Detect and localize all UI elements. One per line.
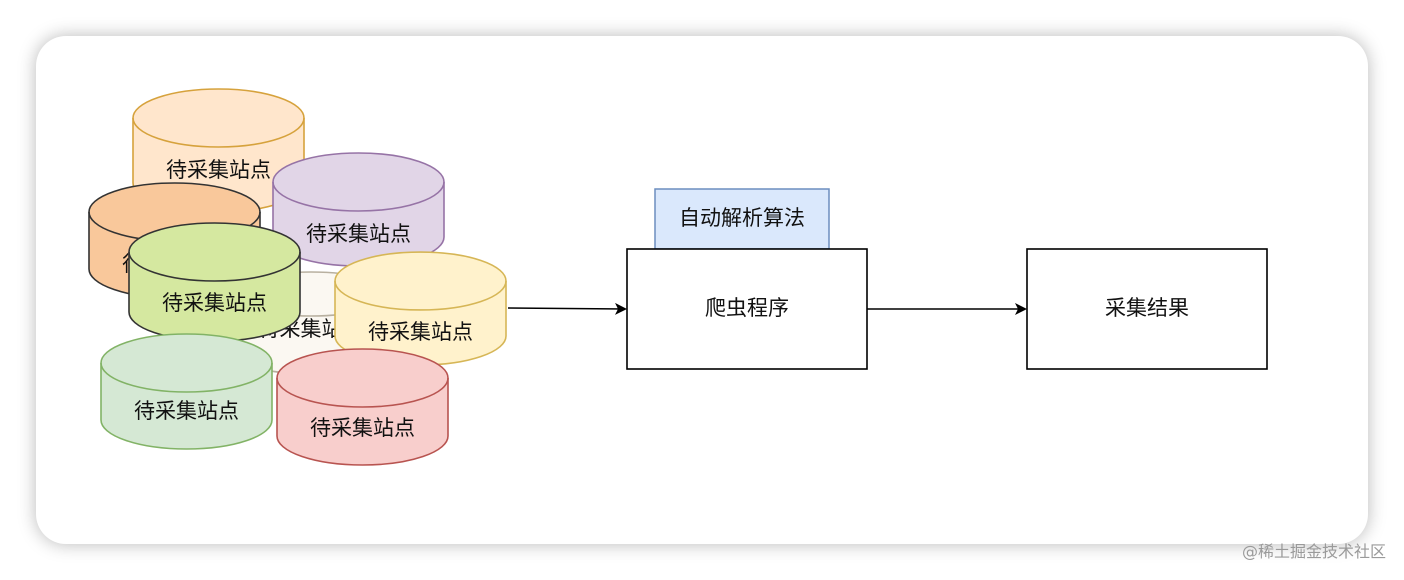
site-cylinder[interactable]: 待采集站点 (128, 222, 301, 342)
cylinder-body (128, 222, 301, 342)
cylinder-lid-edge (334, 280, 507, 311)
site-cylinder[interactable]: 待采集站点 (334, 251, 507, 366)
site-cylinder[interactable]: 待采集站点 (272, 152, 445, 267)
site-cylinder[interactable]: 待采集站点 (100, 333, 273, 450)
algorithm-label: 自动解析算法 (679, 206, 805, 230)
crawler-label: 爬虫程序 (705, 296, 789, 320)
site-label: 待采集站点 (368, 320, 473, 344)
site-label: 待采集站点 (162, 291, 267, 315)
cylinder-lid-edge (132, 117, 305, 148)
cylinder-body (334, 251, 507, 366)
result-box[interactable] (1026, 248, 1268, 370)
result-label: 采集结果 (1105, 296, 1189, 320)
site-label: 待采集站点 (306, 222, 411, 246)
cylinder-body (272, 152, 445, 267)
arrow-sites-to-crawler (507, 302, 627, 315)
algorithm-box[interactable] (654, 188, 830, 250)
cylinder-lid-edge (272, 181, 445, 212)
site-label: 待采集站点 (310, 416, 415, 440)
cylinder-lid-edge (128, 251, 301, 282)
site-cylinders: 待采集站点待采集站点待采集站点待采集站点待采集站点待采集站点待采集站点待采集站点 (88, 88, 507, 466)
site-cylinder[interactable]: 待采集站点 (276, 348, 449, 466)
cylinder-lid-edge (100, 362, 273, 393)
site-label: 待采集站点 (166, 158, 271, 182)
site-label: 待采集站点 (134, 399, 239, 423)
cylinder-lid-edge (276, 377, 449, 408)
watermark: @稀土掘金技术社区 (1241, 542, 1386, 561)
